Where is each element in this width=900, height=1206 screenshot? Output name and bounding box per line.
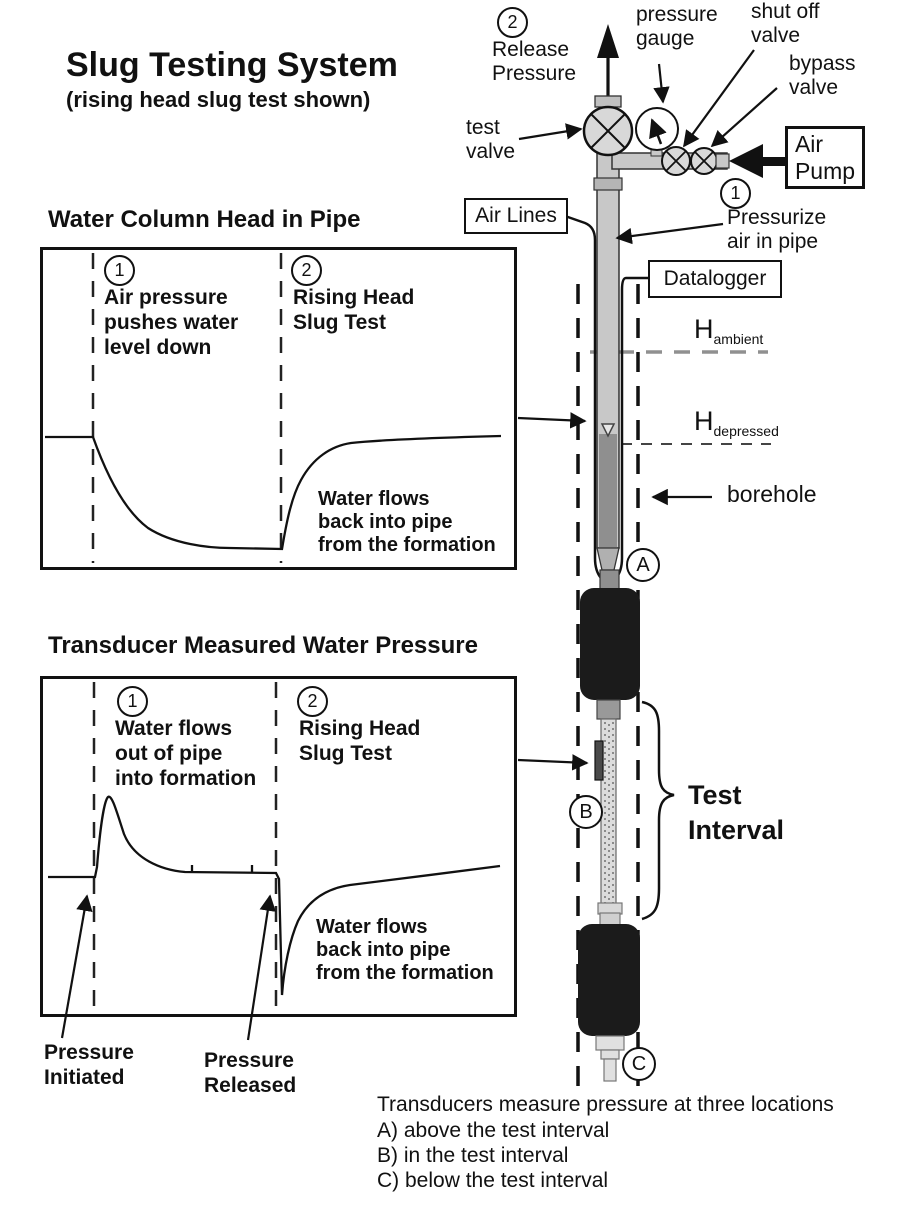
h-ambient-symbol: H <box>694 314 714 344</box>
h-depressed-label: Hdepressed <box>694 406 779 440</box>
pressure-panel-plot <box>48 682 501 1010</box>
manifold-pipe <box>611 152 728 170</box>
test-interval-brace <box>641 700 675 921</box>
datalogger-cable <box>615 276 650 579</box>
pipe-joint <box>593 177 623 191</box>
h-depressed-sub: depressed <box>713 423 779 439</box>
head-step2-badge: 2 <box>291 255 322 286</box>
head-step1-text: Air pressure pushes water level down <box>104 286 239 359</box>
location-b-badge: B <box>569 795 603 829</box>
pressurize-label: Pressurize air in pipe <box>727 206 827 253</box>
pressure-initiated-label: Pressure Initiated <box>44 1041 134 1089</box>
screen-connector-bottom <box>597 902 623 915</box>
head-panel-plot <box>45 253 502 563</box>
borehole-label: borehole <box>727 481 817 507</box>
datalogger-box: Datalogger <box>648 260 782 298</box>
footer-line3: B) in the test interval <box>377 1144 569 1167</box>
test-valve-icon <box>582 105 634 157</box>
lower-cap <box>595 1035 625 1051</box>
shutoff-valve-icon <box>661 146 691 176</box>
page-title: Slug Testing System <box>66 46 398 84</box>
h-ambient-label: Hambient <box>694 314 763 348</box>
page-subtitle: (rising head slug test shown) <box>66 87 371 112</box>
head-note: Water flows back into pipe from the form… <box>318 488 496 556</box>
well-pipe <box>596 151 620 549</box>
bottom-stub <box>603 1058 617 1082</box>
pressure-released-label: Pressure Released <box>204 1049 297 1097</box>
pressure-gauge-label: pressure gauge <box>636 3 718 50</box>
head-curve <box>45 434 502 551</box>
footer-line2: A) above the test interval <box>377 1119 610 1142</box>
location-c-badge: C <box>622 1047 656 1081</box>
pressure-curve <box>48 795 501 996</box>
pressure-gauge-icon <box>635 107 679 157</box>
head-step1-badge: 1 <box>104 255 135 286</box>
location-a-badge: A <box>626 548 660 582</box>
release-step-badge: 2 <box>497 7 528 38</box>
transducer-icon <box>594 740 604 781</box>
datalogger-label: Datalogger <box>663 267 767 290</box>
air-pump-label: Air Pump <box>794 131 856 184</box>
h-ambient-sub: ambient <box>713 331 764 347</box>
screen-pipe <box>600 718 617 906</box>
pressure-step1-badge: 1 <box>117 686 148 717</box>
pressure-step2-badge: 2 <box>297 686 328 717</box>
screen-connector-top <box>596 699 621 720</box>
test-valve-label: test valve <box>466 116 516 163</box>
bypass-valve-icon <box>690 147 718 175</box>
air-pump-arrow-icon <box>729 144 786 178</box>
air-pump-box: Air Pump <box>785 126 865 189</box>
head-panel <box>40 247 517 570</box>
footer-line4: C) below the test interval <box>377 1169 609 1192</box>
borehole-dashes <box>576 284 640 1089</box>
release-arrow-icon <box>597 24 619 58</box>
manifold-stub <box>715 153 730 169</box>
air-line <box>564 214 602 579</box>
h-depressed-symbol: H <box>694 406 714 436</box>
head-step2-text: Rising Head Slug Test <box>293 286 415 334</box>
air-lines-label: Air Lines <box>475 204 557 227</box>
upper-packer <box>580 588 640 700</box>
test-interval-label: Test Interval <box>688 780 785 846</box>
pressure-panel <box>40 676 517 1017</box>
pressure-note: Water flows back into pipe from the form… <box>316 916 494 984</box>
pressure-step1-text: Water flows out of pipe into formation <box>115 717 257 790</box>
head-panel-heading: Water Column Head in Pipe <box>48 206 361 233</box>
pressurize-step-badge: 1 <box>720 178 751 209</box>
air-lines-box: Air Lines <box>464 198 568 234</box>
lower-cap-2 <box>600 1049 620 1060</box>
pressure-panel-heading: Transducer Measured Water Pressure <box>48 632 478 659</box>
release-pressure-label: Release Pressure <box>492 38 577 85</box>
shutoff-valve-label: shut off valve <box>751 0 820 47</box>
footer-line1: Transducers measure pressure at three lo… <box>377 1093 834 1116</box>
packer-connector-top <box>599 569 620 590</box>
bypass-valve-label: bypass valve <box>789 52 856 99</box>
lower-packer <box>578 924 640 1036</box>
pressure-step2-text: Rising Head Slug Test <box>299 717 421 765</box>
water-level-marker-icon <box>600 423 616 438</box>
lower-packer-neck <box>599 912 621 926</box>
water-column <box>599 434 617 548</box>
valve-cap <box>594 95 622 108</box>
pipe-taper <box>596 547 620 571</box>
